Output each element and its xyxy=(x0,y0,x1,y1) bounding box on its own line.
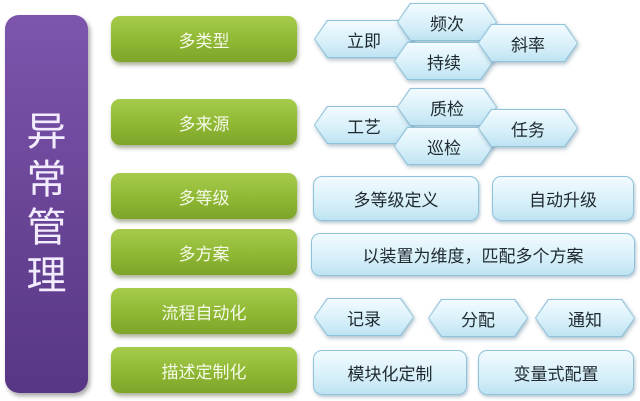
item-hex-process: 工艺 xyxy=(314,106,414,144)
category-multi-type: 多类型 xyxy=(111,16,297,62)
item-hex-slope: 斜率 xyxy=(478,24,578,62)
root-char: 管 xyxy=(26,205,67,251)
item-multi-level-definition: 多等级定义 xyxy=(313,176,479,221)
item-hex-immediate: 立即 xyxy=(314,20,414,58)
item-hex-assign: 分配 xyxy=(428,299,528,337)
item-hex-frequency: 频次 xyxy=(397,3,497,41)
category-multi-level: 多等级 xyxy=(111,173,297,219)
root-node-exception-management: 异 常 管 理 xyxy=(5,15,88,393)
item-modular-customization: 模块化定制 xyxy=(313,350,467,395)
item-hex-task: 任务 xyxy=(478,109,578,147)
category-description-customization: 描述定制化 xyxy=(111,347,297,393)
root-char: 常 xyxy=(26,157,67,203)
item-hex-patrol-check: 巡检 xyxy=(394,127,494,165)
root-char: 异 xyxy=(26,109,67,155)
item-hex-continuous: 持续 xyxy=(394,42,494,80)
category-multi-source: 多来源 xyxy=(111,99,297,145)
item-variable-configuration: 变量式配置 xyxy=(478,350,634,395)
category-process-automation: 流程自动化 xyxy=(111,288,297,334)
item-auto-escalation: 自动升级 xyxy=(492,176,634,221)
item-device-dimension-plans: 以装置为维度，匹配多个方案 xyxy=(311,233,635,276)
item-hex-quality-check: 质检 xyxy=(397,88,497,126)
item-hex-notify: 通知 xyxy=(535,299,635,337)
item-hex-record: 记录 xyxy=(314,298,414,336)
root-char: 理 xyxy=(26,253,67,299)
category-multi-plan: 多方案 xyxy=(111,229,297,275)
